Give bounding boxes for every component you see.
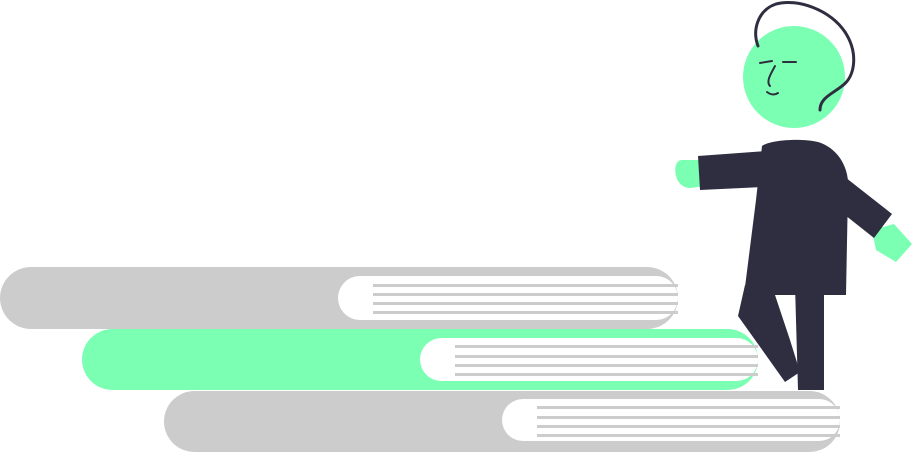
left-eye (759, 60, 773, 64)
right-hand (872, 224, 912, 262)
face (759, 60, 797, 96)
front-leg (795, 285, 824, 390)
head (743, 26, 845, 128)
back-leg (738, 280, 800, 382)
middle-book-pages (420, 338, 758, 381)
left-hand (675, 160, 705, 188)
torso (744, 139, 849, 295)
mouth (766, 91, 779, 96)
hair (754, 0, 856, 112)
middle-book (82, 329, 758, 390)
top-book-page-lines (373, 284, 678, 314)
person-figure (675, 0, 912, 390)
top-book (0, 267, 678, 329)
bottom-book-pages (502, 399, 840, 441)
nose (767, 65, 776, 87)
bottom-book-page-lines (537, 406, 840, 437)
bottom-book (164, 391, 840, 452)
middle-book-page-lines (455, 345, 758, 376)
